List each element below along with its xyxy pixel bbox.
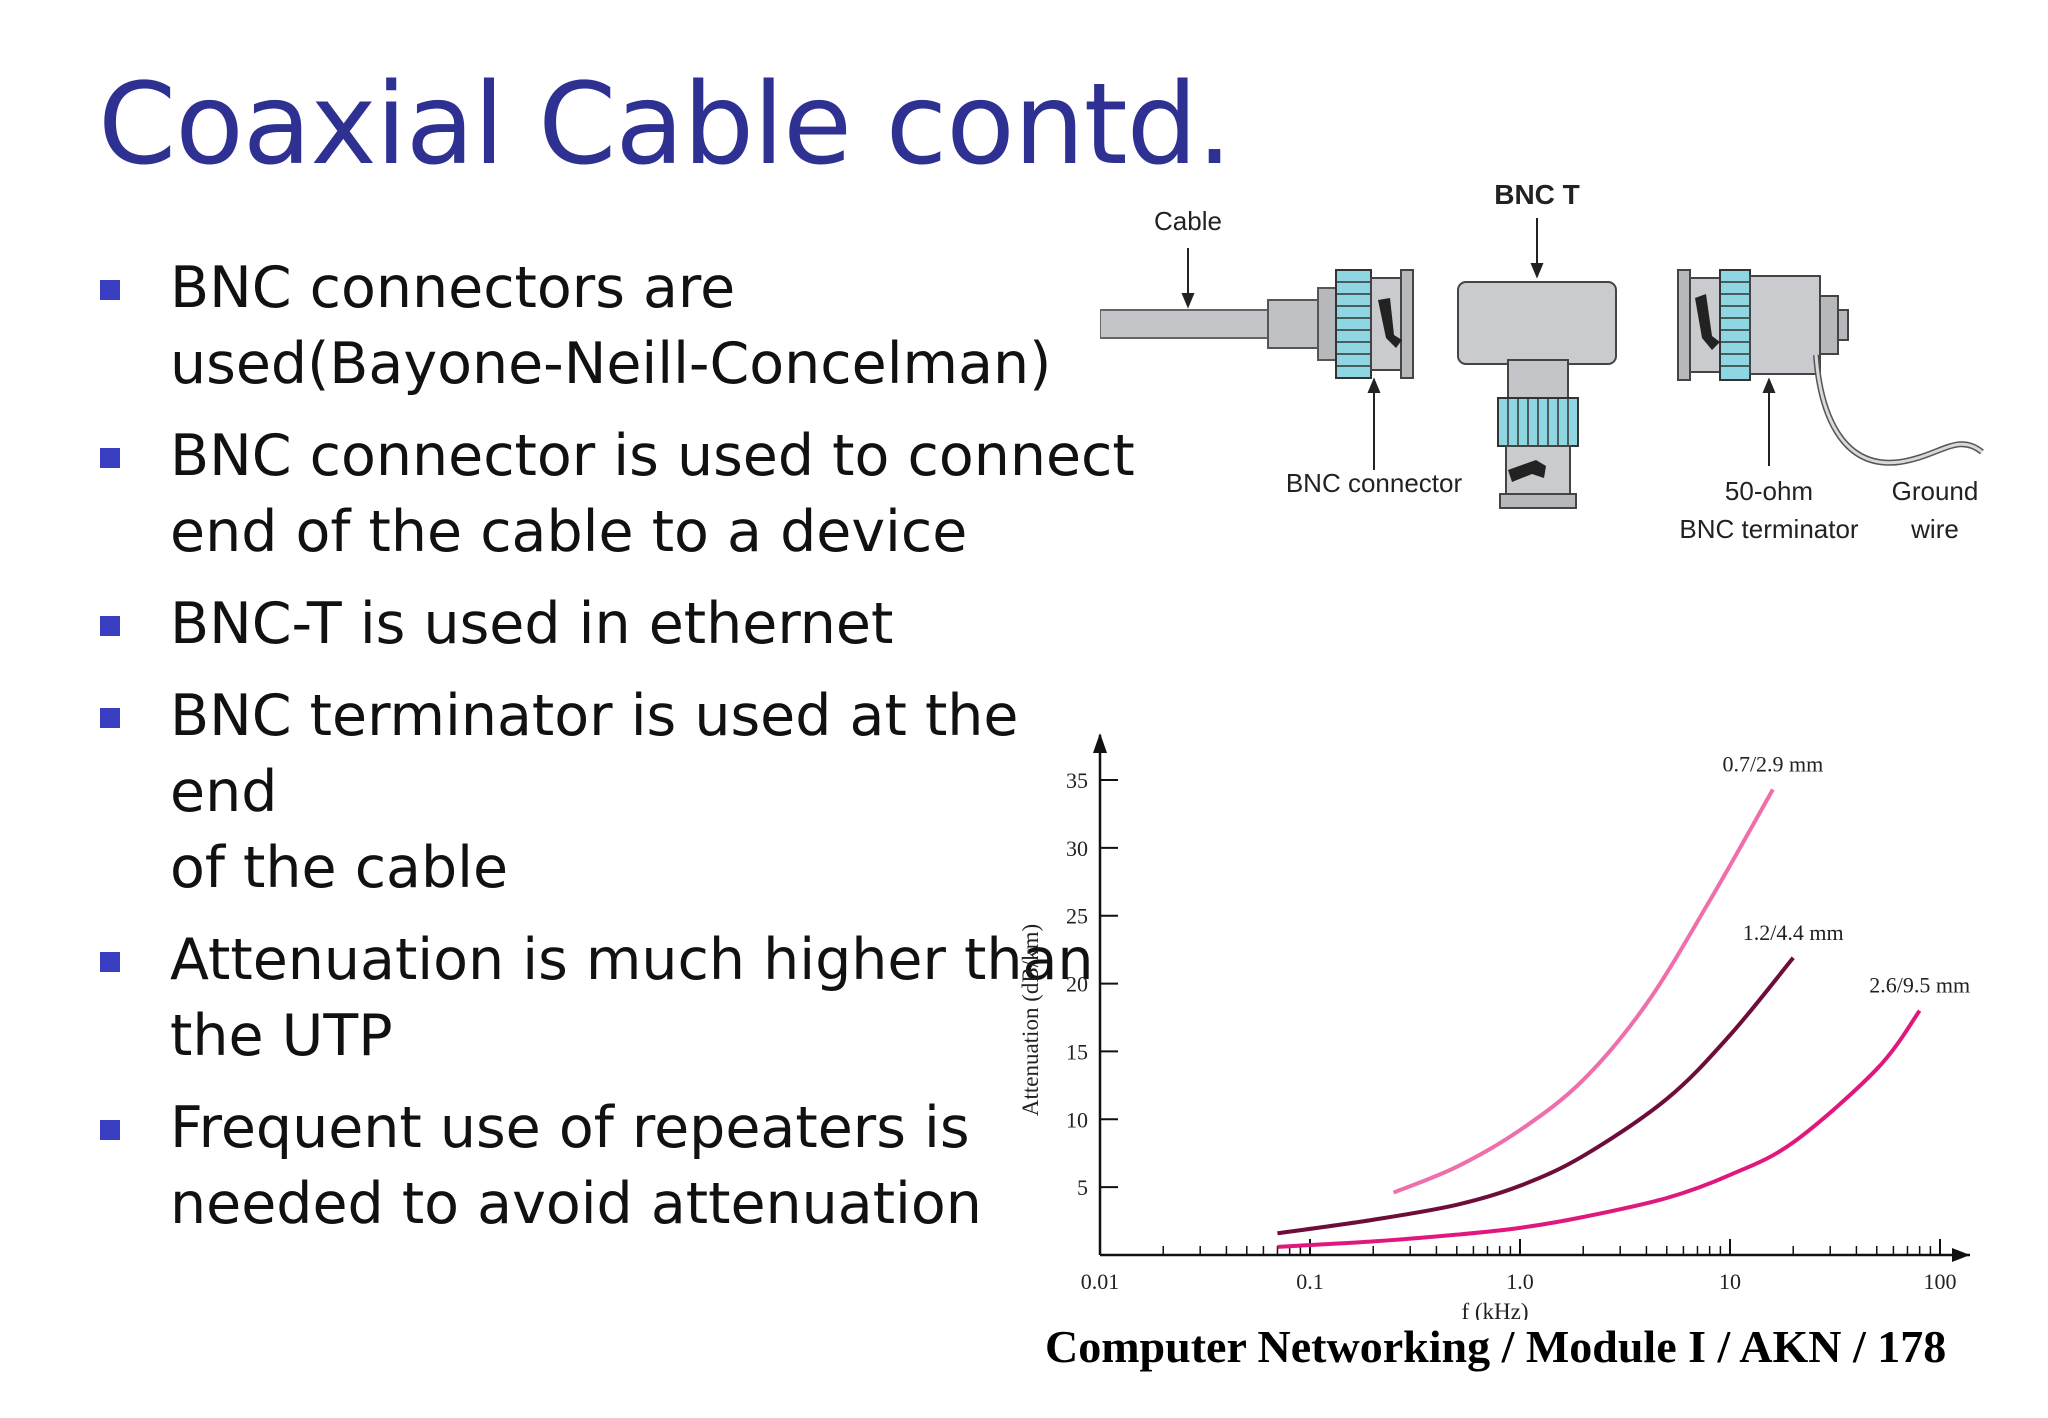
terminator-label-line2: BNC terminator — [1679, 514, 1858, 544]
slide-footer: Computer Networking / Module I / AKN / 1… — [1045, 1321, 1947, 1372]
y-tick-label: 20 — [1066, 972, 1088, 997]
bullet-marker-icon — [100, 708, 120, 728]
bullet-item: Frequent use of repeaters is needed to av… — [100, 1090, 1140, 1242]
bullet-marker-icon — [100, 616, 120, 636]
slide-title: Coaxial Cable contd. — [98, 60, 1232, 190]
y-axis-arrow-icon — [1093, 733, 1107, 753]
bullet-text-line: Attenuation is much higher than — [170, 927, 1094, 993]
cable-illustration — [1100, 287, 1337, 361]
bullet-text-line: BNC connectors are — [170, 255, 736, 321]
x-tick-label: 0.1 — [1296, 1269, 1324, 1294]
cable-label: Cable — [1154, 206, 1222, 236]
bnc-t-illustration — [1457, 281, 1617, 509]
bullet-marker-icon — [100, 952, 120, 972]
series-line-2 — [1277, 1009, 1922, 1249]
x-axis-arrow-icon — [1952, 1248, 1970, 1262]
bullet-text-line: BNC connector is used to connect — [170, 423, 1135, 489]
x-axis-label: f (kHz) — [1461, 1299, 1528, 1320]
bullet-text-line: Frequent use of repeaters is — [170, 1095, 970, 1161]
terminator-label-line1: 50-ohm — [1725, 476, 1813, 506]
y-axis-label: Attenuation (dB/km) — [1018, 924, 1043, 1116]
x-tick-label: 0.01 — [1081, 1269, 1120, 1294]
bullet-text-line: BNC-T is used in ethernet — [170, 591, 894, 657]
bnc-terminator-illustration — [1677, 269, 1984, 466]
series-line-0 — [1392, 788, 1775, 1195]
ground-wire-label-line2: wire — [1910, 514, 1959, 544]
bnc-connectors-figure: Cable BNC T BNC connector 50-ohm BNC ter… — [1100, 179, 1984, 544]
bullet-marker-icon — [100, 448, 120, 468]
bullet-text-line: the UTP — [170, 1003, 393, 1069]
bnc-connector-illustration — [1335, 269, 1414, 379]
y-tick-label: 15 — [1066, 1039, 1088, 1064]
series-label-0: 0.7/2.9 mm — [1722, 752, 1823, 777]
bullet-item: BNC terminator is used at the end of the … — [100, 678, 1140, 906]
bnc-connector-label: BNC connector — [1286, 468, 1463, 498]
bullet-marker-icon — [100, 1120, 120, 1140]
series-label-2: 2.6/9.5 mm — [1869, 973, 1970, 998]
bnc-t-label: BNC T — [1494, 179, 1580, 210]
attenuation-chart: 5 10 15 20 25 30 35 0.01 0.1 1.0 10 100 f (kHz) Atten… — [1018, 733, 1970, 1320]
x-tick-label: 1.0 — [1506, 1269, 1534, 1294]
y-tick-label: 35 — [1066, 768, 1088, 793]
bullet-item: Attenuation is much higher than the UTP — [100, 922, 1140, 1074]
bullet-marker-icon — [100, 280, 120, 300]
bullet-text-line: end of the cable to a device — [170, 499, 968, 565]
x-tick-label: 10 — [1719, 1269, 1741, 1294]
figure-arrows — [1181, 218, 1776, 470]
bullet-text-line: used(Bayone-Neill-Concelman) — [170, 331, 1052, 397]
y-tick-label: 10 — [1066, 1107, 1088, 1132]
ground-wire-label-line1: Ground — [1892, 476, 1979, 506]
bullet-item: BNC connectors are used(Bayone-Neill-Conc… — [100, 250, 1140, 402]
series-line-1 — [1277, 956, 1795, 1236]
x-tick-label: 100 — [1924, 1269, 1957, 1294]
bullet-text-line: of the cable — [170, 835, 509, 901]
bullet-text-line: BNC terminator is used at the end — [170, 683, 1019, 825]
y-tick-label: 5 — [1077, 1175, 1088, 1200]
series-label-1: 1.2/4.4 mm — [1743, 920, 1844, 945]
bullet-list: BNC connectors are used(Bayone-Neill-Conc… — [100, 250, 1140, 1258]
y-tick-label: 30 — [1066, 836, 1088, 861]
bullet-text-line: needed to avoid attenuation — [170, 1171, 982, 1237]
bullet-item: BNC-T is used in ethernet — [100, 586, 1140, 662]
bullet-item: BNC connector is used to connect end of t… — [100, 418, 1140, 570]
y-tick-label: 25 — [1066, 904, 1088, 929]
